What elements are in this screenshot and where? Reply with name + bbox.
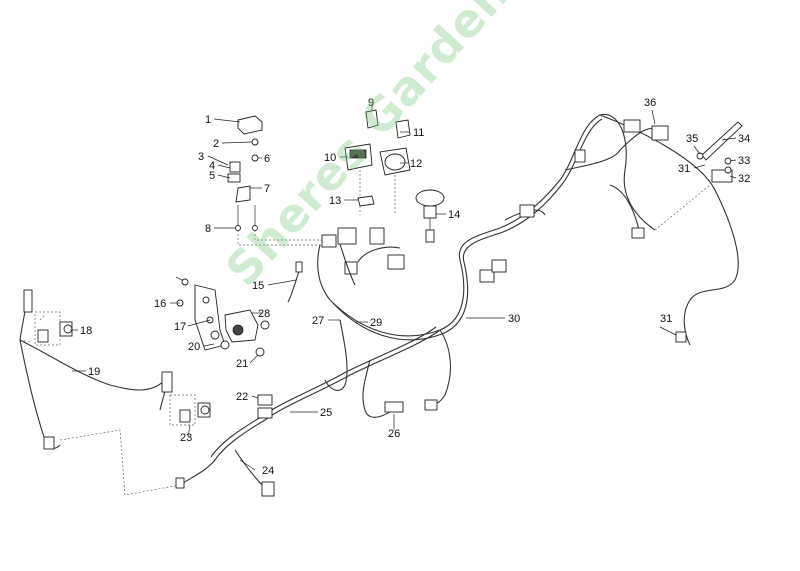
callout-4: 4: [209, 160, 215, 172]
bulb-23: [169, 394, 211, 426]
callout-9: 9: [368, 97, 374, 109]
connector-cluster: [317, 227, 405, 301]
callout-14: 14: [448, 209, 460, 221]
callout-25: 25: [320, 407, 332, 419]
callout-labels: 1 2 3 4 5 6 7 8 9 10 11 12 13 14 15 16 1…: [80, 97, 750, 477]
leader-lines: [70, 104, 737, 471]
wire-19: [19, 289, 181, 496]
callout-13: 13: [329, 195, 341, 207]
callout-21: 21: [236, 358, 248, 370]
callout-3: 3: [198, 151, 204, 163]
main-harness-30: [329, 113, 739, 346]
callout-22: 22: [236, 391, 248, 403]
callout-26: 26: [388, 428, 400, 440]
callout-7: 7: [264, 183, 270, 195]
callout-36: 36: [644, 97, 656, 109]
callout-28: 28: [258, 308, 270, 320]
callout-34: 34: [738, 133, 750, 145]
callout-8: 8: [205, 223, 211, 235]
connectors-misc: [175, 149, 586, 497]
callout-18: 18: [80, 325, 92, 337]
callout-1: 1: [205, 114, 211, 126]
callout-35: 35: [686, 133, 698, 145]
callout-31-lower: 31: [660, 313, 672, 325]
relay-bracket-17: [175, 276, 270, 357]
callout-16: 16: [154, 298, 166, 310]
callout-24: 24: [262, 465, 274, 477]
switches-9-12: [344, 109, 411, 215]
callout-5: 5: [209, 170, 215, 182]
parts-31-36: [623, 119, 743, 343]
switch-stack-1-8: [227, 115, 331, 246]
callout-19: 19: [88, 366, 100, 378]
callout-23: 23: [180, 432, 192, 444]
callout-12: 12: [410, 158, 422, 170]
buzzer-14: [415, 189, 445, 243]
callout-15: 15: [252, 280, 264, 292]
bulb-18: [34, 311, 73, 346]
wire-15: [287, 261, 303, 303]
callout-27: 27: [312, 315, 324, 327]
callout-20: 20: [188, 341, 200, 353]
callout-17: 17: [174, 321, 186, 333]
callout-6: 6: [264, 153, 270, 165]
callout-2: 2: [213, 138, 219, 150]
callout-33: 33: [738, 155, 750, 167]
fuse-13: [357, 195, 375, 207]
callout-11: 11: [413, 127, 424, 139]
callout-32: 32: [738, 173, 750, 185]
callout-10: 10: [324, 152, 336, 164]
callout-30: 30: [508, 313, 520, 325]
callout-29: 29: [370, 317, 382, 329]
callout-31-upper: 31: [678, 163, 690, 175]
